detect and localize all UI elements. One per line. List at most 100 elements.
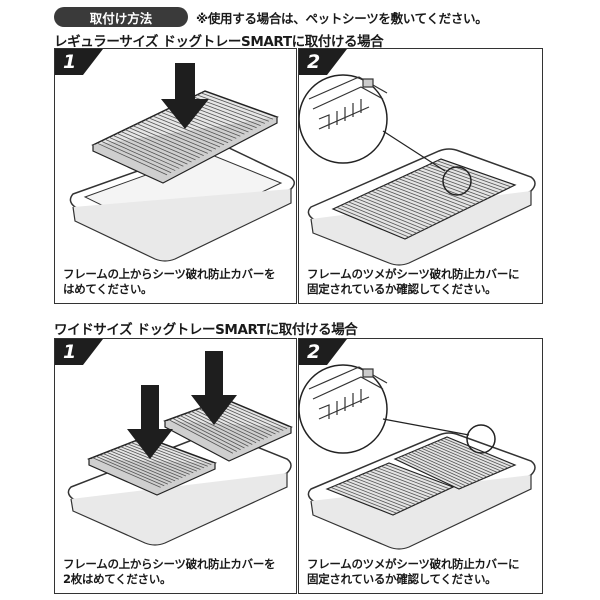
- mesh-line: [348, 201, 421, 232]
- step-badge: [299, 339, 347, 365]
- mesh-line: [410, 172, 484, 201]
- step-badge: [55, 339, 103, 365]
- mesh-line: [127, 443, 198, 472]
- header-row: 取付け方法 ※使用する場合は、ペットシーツを敷いてください。: [54, 6, 488, 28]
- mesh-line: [404, 454, 470, 485]
- mesh-line: [183, 413, 249, 447]
- regular-step-1-panel: 1 フレームの上からシーツ破れ防止カバーを はめてください。: [54, 48, 297, 304]
- mesh-line: [187, 412, 253, 445]
- mesh-line: [413, 171, 488, 199]
- mesh-line: [179, 415, 245, 449]
- step-number: 1: [63, 341, 77, 363]
- mesh-line: [406, 174, 480, 203]
- mesh-line: [176, 416, 241, 451]
- wide-step-1-panel: 1 フレームの上からシーツ破れ防止カバーを 2枚はめてください。: [54, 338, 297, 594]
- step-badge: [55, 49, 103, 75]
- mesh-line: [421, 167, 496, 196]
- mesh-line: [420, 447, 488, 478]
- mesh-line: [140, 121, 213, 152]
- mesh-line: [342, 482, 409, 509]
- mesh-line: [433, 442, 502, 472]
- regular-step-2-illustration: [299, 49, 536, 266]
- mesh-line: [344, 203, 417, 234]
- mesh-line: [102, 453, 172, 483]
- mesh-line: [377, 467, 442, 493]
- mesh-line: [120, 446, 190, 475]
- mesh-line: [106, 451, 176, 482]
- mesh-line: [336, 206, 410, 238]
- mesh-line: [221, 400, 288, 430]
- mesh-line: [371, 190, 445, 221]
- mesh-line: [194, 409, 261, 442]
- wide-step-2-illustration: [299, 339, 536, 550]
- step-caption: フレームの上からシーツ破れ防止カバーを 2枚はめてください。: [63, 557, 276, 586]
- mesh-line: [417, 169, 492, 197]
- mesh-line: [330, 487, 397, 514]
- mesh-line: [394, 180, 468, 209]
- mesh-line: [437, 160, 512, 188]
- mesh-line: [156, 113, 229, 144]
- mesh-line: [382, 185, 457, 215]
- mesh-line: [398, 178, 472, 207]
- mesh-line: [200, 92, 274, 120]
- mesh-line: [407, 453, 474, 484]
- mesh-line: [144, 119, 217, 150]
- mesh-line: [152, 115, 225, 146]
- wide-size-section-title: ワイドサイズ ドッグトレーSMARTに取付ける場合: [54, 322, 358, 338]
- mesh-line: [96, 142, 168, 176]
- mesh-line: [120, 131, 192, 163]
- mesh-line: [172, 417, 237, 452]
- mesh-line: [132, 125, 204, 156]
- mesh-line: [350, 478, 416, 505]
- mesh-line: [424, 446, 491, 476]
- mesh-line: [390, 181, 465, 211]
- mesh-line: [338, 483, 405, 511]
- mesh-line: [411, 451, 477, 482]
- step-badge: [299, 49, 347, 75]
- mesh-line: [123, 444, 194, 474]
- mesh-line: [384, 464, 450, 490]
- mesh-line: [357, 475, 424, 502]
- mesh-line: [340, 205, 414, 236]
- mesh-line: [104, 138, 176, 171]
- mesh-line: [148, 117, 221, 148]
- step-caption: フレームの上からシーツ破れ防止カバーを はめてください。: [63, 267, 276, 296]
- mesh-line: [401, 455, 467, 487]
- regular-size-section-title: レギュラーサイズ ドッグトレーSMARTに取付ける場合: [54, 34, 384, 50]
- mesh-line: [108, 136, 180, 169]
- mesh-line: [414, 450, 481, 481]
- step-number: 1: [63, 51, 77, 73]
- mesh-line: [355, 197, 429, 228]
- detail-circle: [442, 166, 472, 196]
- step-caption: フレームのツメがシーツ破れ防止カバーに 固定されているか確認してください。: [307, 557, 520, 586]
- mesh-line: [217, 401, 284, 431]
- mesh-line: [417, 449, 484, 479]
- mesh-line: [116, 447, 187, 477]
- mesh-line: [346, 480, 412, 507]
- regular-step-2-panel: 2 フレームのツメがシーツ破れ防止カバーに 固定されているか確認してください。: [298, 48, 543, 304]
- mesh-line: [365, 472, 431, 498]
- mesh-line: [398, 457, 463, 488]
- usage-note: ※使用する場合は、ペットシーツを敷いてください。: [196, 10, 488, 26]
- mesh-line: [359, 196, 433, 226]
- mesh-line: [425, 165, 500, 194]
- step-caption: フレームのツメがシーツ破れ防止カバーに 固定されているか確認してください。: [307, 267, 520, 296]
- mesh-line: [128, 127, 200, 159]
- mesh-line: [113, 449, 183, 478]
- mesh-line: [402, 176, 476, 205]
- mesh-line: [379, 187, 453, 217]
- mesh-line: [136, 123, 208, 154]
- mesh-line: [369, 470, 435, 497]
- mesh-line: [430, 443, 498, 473]
- step-number: 2: [307, 341, 321, 363]
- mesh-line: [363, 194, 437, 224]
- mesh-line: [373, 469, 439, 495]
- mesh-line: [361, 474, 427, 500]
- mesh-line: [440, 439, 509, 469]
- mesh-line: [375, 188, 449, 219]
- mesh-line: [160, 111, 233, 141]
- wide-step-2-panel: 2 フレームのツメがシーツ破れ防止カバーに 固定されているか確認してください。: [298, 338, 543, 594]
- mesh-line: [112, 134, 184, 167]
- down-arrow-icon: [127, 385, 173, 459]
- mesh-line: [124, 129, 196, 161]
